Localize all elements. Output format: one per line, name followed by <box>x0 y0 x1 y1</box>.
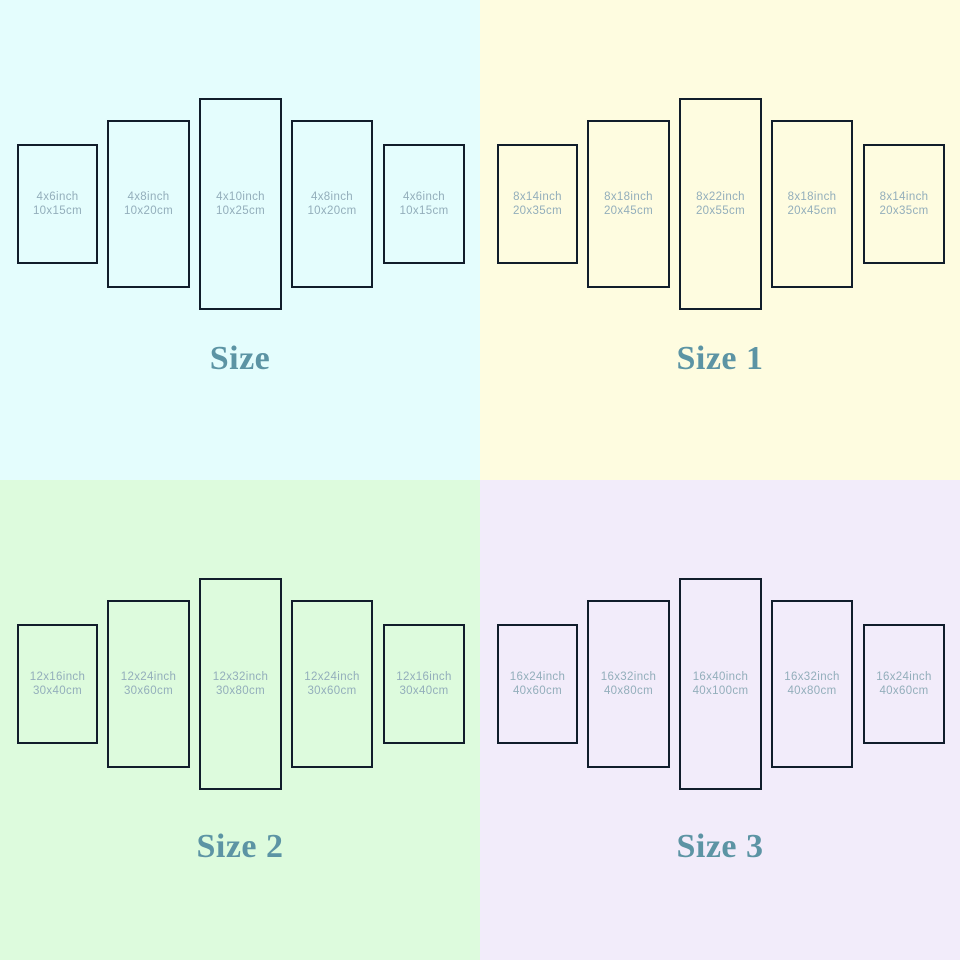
panel-size-label: 4x6inch 10x15cm <box>33 190 82 219</box>
size-panel[interactable]: 8x22inch 20x55cm <box>679 98 762 310</box>
panel-size-label: 8x14inch 20x35cm <box>879 190 928 219</box>
panel-size-label: 12x16inch 30x40cm <box>30 670 86 699</box>
panel-size-label: 8x18inch 20x45cm <box>787 190 836 219</box>
panel-size-centimeters: 30x60cm <box>307 685 357 697</box>
panel-size-inches: 16x32inch <box>600 670 657 683</box>
panel-size-centimeters: 40x60cm <box>512 685 563 697</box>
panel-size-inches: 16x32inch <box>784 670 840 683</box>
panel-size-inches: 16x40inch <box>692 670 749 683</box>
size-panel[interactable]: 8x18inch 20x45cm <box>587 120 670 288</box>
panel-size-centimeters: 30x60cm <box>123 685 174 697</box>
panel-size-label: 16x40inch 40x100cm <box>693 670 749 699</box>
panel-size-centimeters: 10x15cm <box>32 205 83 217</box>
size-panel[interactable]: 16x32inch 40x80cm <box>771 600 853 768</box>
panel-size-label: 8x18inch 20x45cm <box>604 190 653 219</box>
panel-size-centimeters: 20x35cm <box>512 205 563 217</box>
panel-size-centimeters: 10x20cm <box>307 205 357 217</box>
panel-size-label: 12x16inch 30x40cm <box>396 670 452 699</box>
size-panel[interactable]: 12x16inch 30x40cm <box>17 624 98 744</box>
panel-size-label: 16x24inch 40x60cm <box>876 670 932 699</box>
size-option-top-right[interactable]: 8x14inch 20x35cm 8x18inch 20x45cm 8x22inch 20… <box>480 0 960 480</box>
panel-size-label: 12x32inch 30x80cm <box>213 670 269 699</box>
panel-size-inches: 8x18inch <box>604 190 653 203</box>
panel-size-centimeters: 40x100cm <box>692 685 749 697</box>
panel-size-label: 4x8inch 10x20cm <box>124 190 173 219</box>
panel-size-inches: 8x22inch <box>696 190 745 203</box>
size-panel[interactable]: 4x8inch 10x20cm <box>291 120 373 288</box>
panel-size-centimeters: 20x55cm <box>695 205 746 217</box>
panel-size-label: 12x24inch 30x60cm <box>121 670 177 699</box>
panel-size-label: 12x24inch 30x60cm <box>304 670 360 699</box>
panel-size-inches: 8x18inch <box>787 190 837 203</box>
size-panel[interactable]: 12x24inch 30x60cm <box>107 600 190 768</box>
size-panel[interactable]: 4x6inch 10x15cm <box>383 144 465 264</box>
panel-size-inches: 4x6inch <box>402 190 446 203</box>
panel-size-centimeters: 20x45cm <box>787 205 837 217</box>
panel-size-inches: 8x14inch <box>879 190 929 203</box>
size-panel[interactable]: 12x32inch 30x80cm <box>199 578 282 790</box>
panel-size-label: 4x6inch 10x15cm <box>399 190 448 219</box>
panel-size-label: 16x32inch 40x80cm <box>784 670 840 699</box>
panel-size-centimeters: 20x35cm <box>879 205 929 217</box>
size-title-top-right: Size 1 <box>676 340 764 377</box>
panel-size-centimeters: 10x15cm <box>399 205 449 217</box>
panel-size-inches: 4x8inch <box>127 190 170 203</box>
panel-size-inches: 12x24inch <box>120 670 177 683</box>
panel-size-label: 16x32inch 40x80cm <box>601 670 657 699</box>
panel-size-inches: 12x16inch <box>29 670 86 683</box>
size-panel[interactable]: 8x14inch 20x35cm <box>863 144 945 264</box>
panel-size-centimeters: 30x80cm <box>215 685 266 697</box>
size-panel[interactable]: 16x24inch 40x60cm <box>863 624 945 744</box>
panel-size-inches: 4x10inch <box>216 190 265 203</box>
size-option-bottom-left[interactable]: 12x16inch 30x40cm 12x24inch 30x60cm 12x32inc… <box>0 480 480 960</box>
size-title-bottom-right: Size 3 <box>676 828 764 865</box>
panel-size-inches: 12x16inch <box>396 670 452 683</box>
panel-size-inches: 16x24inch <box>509 670 566 683</box>
panel-size-label: 16x24inch 40x60cm <box>510 670 566 699</box>
size-panel[interactable]: 4x6inch 10x15cm <box>17 144 98 264</box>
panel-size-label: 4x10inch 10x25cm <box>216 190 265 219</box>
panel-size-centimeters: 30x40cm <box>399 685 449 697</box>
size-title-bottom-left: Size 2 <box>196 828 284 865</box>
size-panel[interactable]: 8x18inch 20x45cm <box>771 120 853 288</box>
panel-size-centimeters: 10x25cm <box>215 205 266 217</box>
size-panel[interactable]: 8x14inch 20x35cm <box>497 144 578 264</box>
panel-size-label: 8x22inch 20x55cm <box>696 190 745 219</box>
size-panel[interactable]: 12x16inch 30x40cm <box>383 624 465 744</box>
size-panel[interactable]: 16x40inch 40x100cm <box>679 578 762 790</box>
panel-size-inches: 4x6inch <box>36 190 79 203</box>
panel-size-inches: 12x32inch <box>212 670 269 683</box>
size-option-bottom-right[interactable]: 16x24inch 40x60cm 16x32inch 40x80cm 16x40inc… <box>480 480 960 960</box>
panel-size-inches: 16x24inch <box>876 670 932 683</box>
panel-size-centimeters: 40x80cm <box>787 685 837 697</box>
panel-size-centimeters: 10x20cm <box>123 205 174 217</box>
size-option-top-left[interactable]: 4x6inch 10x15cm 4x8inch 10x20cm 4x10inch 10x2… <box>0 0 480 480</box>
size-panel[interactable]: 4x8inch 10x20cm <box>107 120 190 288</box>
size-panel[interactable]: 12x24inch 30x60cm <box>291 600 373 768</box>
panel-size-label: 8x14inch 20x35cm <box>513 190 562 219</box>
panel-size-centimeters: 40x80cm <box>603 685 654 697</box>
panel-size-centimeters: 20x45cm <box>603 205 654 217</box>
size-title-top-left: Size <box>209 340 271 377</box>
panel-size-centimeters: 30x40cm <box>32 685 83 697</box>
size-panel[interactable]: 16x24inch 40x60cm <box>497 624 578 744</box>
panel-size-inches: 8x14inch <box>513 190 562 203</box>
size-panel[interactable]: 4x10inch 10x25cm <box>199 98 282 310</box>
panel-size-centimeters: 40x60cm <box>879 685 929 697</box>
panel-size-label: 4x8inch 10x20cm <box>307 190 356 219</box>
size-panel[interactable]: 16x32inch 40x80cm <box>587 600 670 768</box>
panel-size-inches: 4x8inch <box>310 190 354 203</box>
panel-size-inches: 12x24inch <box>304 670 360 683</box>
